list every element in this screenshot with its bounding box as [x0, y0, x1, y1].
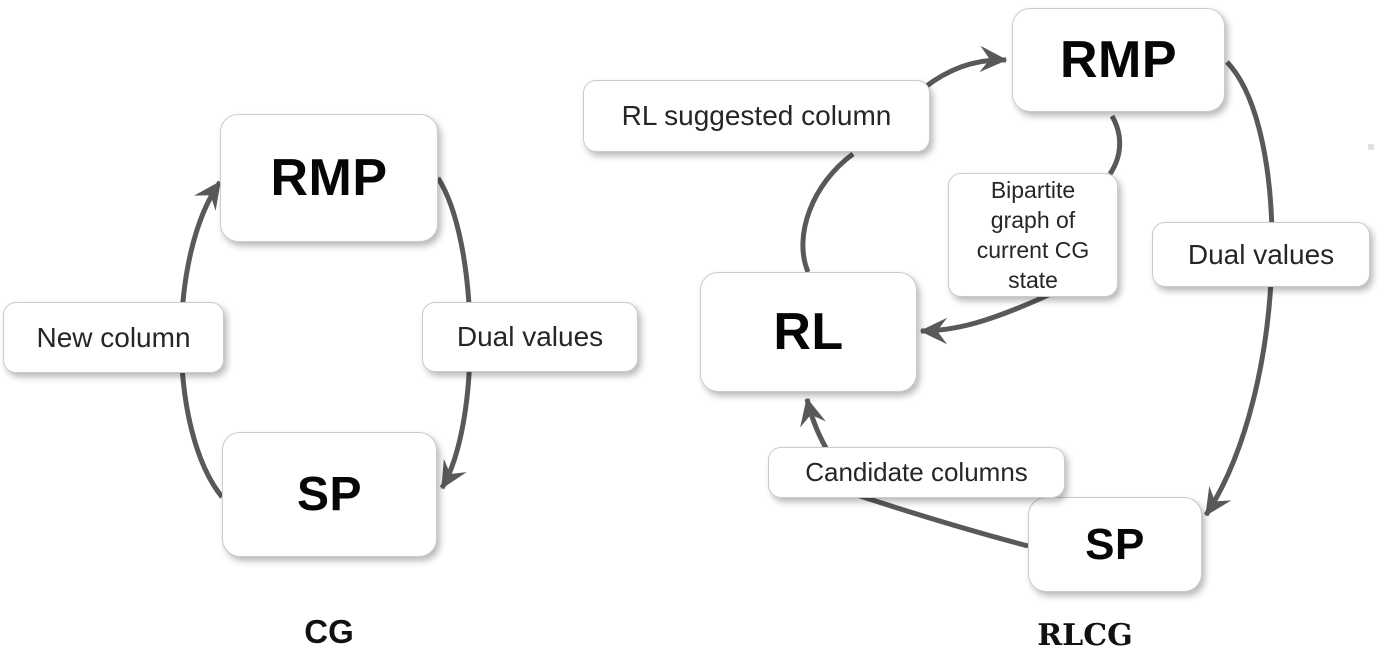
edge-label-text: RL suggested column — [621, 100, 892, 131]
node-label: RMP — [1059, 31, 1178, 89]
edge-label-dual-values-rlcg: Dual values — [1152, 222, 1370, 287]
caption-cg: CG — [304, 613, 354, 650]
edge-label-new-column: New column — [3, 302, 224, 373]
rlcg-arrow-sp-to-candidate-label — [859, 493, 1029, 549]
node-sp-rlcg: SP — [1028, 497, 1202, 592]
edge-label-text: New column — [36, 321, 191, 353]
node-label: RL — [773, 303, 844, 361]
node-rl-rlcg: RL — [700, 272, 917, 392]
rlcg-arrow-rmp-to-bipartite-label — [1107, 114, 1123, 176]
node-sp-cg: SP — [222, 432, 437, 557]
edge-label-bipartite-graph: Bipartite graph of current CG state — [948, 173, 1118, 297]
caption-rlcg: RLCG — [1037, 618, 1133, 653]
rlcg-arrow-rmp-to-sp — [1203, 60, 1275, 517]
stray-mark — [1368, 144, 1374, 150]
node-label: SP — [1085, 519, 1145, 569]
edge-label-text: Dual values — [456, 321, 604, 352]
edge-label-text: Bipartite graph of current CG state — [976, 177, 1090, 293]
node-rmp-cg: RMP — [220, 114, 438, 242]
edge-label-dual-values-cg: Dual values — [422, 302, 638, 372]
edge-label-rl-suggested-column: RL suggested column — [583, 80, 930, 152]
edge-label-text: Dual values — [1187, 238, 1335, 270]
rlcg-arrow-bipartite-label-to-rl — [919, 289, 1057, 345]
node-label: RMP — [270, 149, 388, 207]
node-label: SP — [296, 468, 363, 521]
rlcg-arrow-rl-to-suggested-label — [800, 151, 855, 273]
node-rmp-rlcg: RMP — [1012, 8, 1225, 112]
edge-label-candidate-columns: Candidate columns — [768, 447, 1065, 498]
rlcg-arrow-suggested-label-to-rmp — [922, 45, 1008, 90]
rlcg-arrow-candidate-label-to-rl — [800, 397, 829, 450]
edge-label-text: Candidate columns — [805, 457, 1028, 487]
